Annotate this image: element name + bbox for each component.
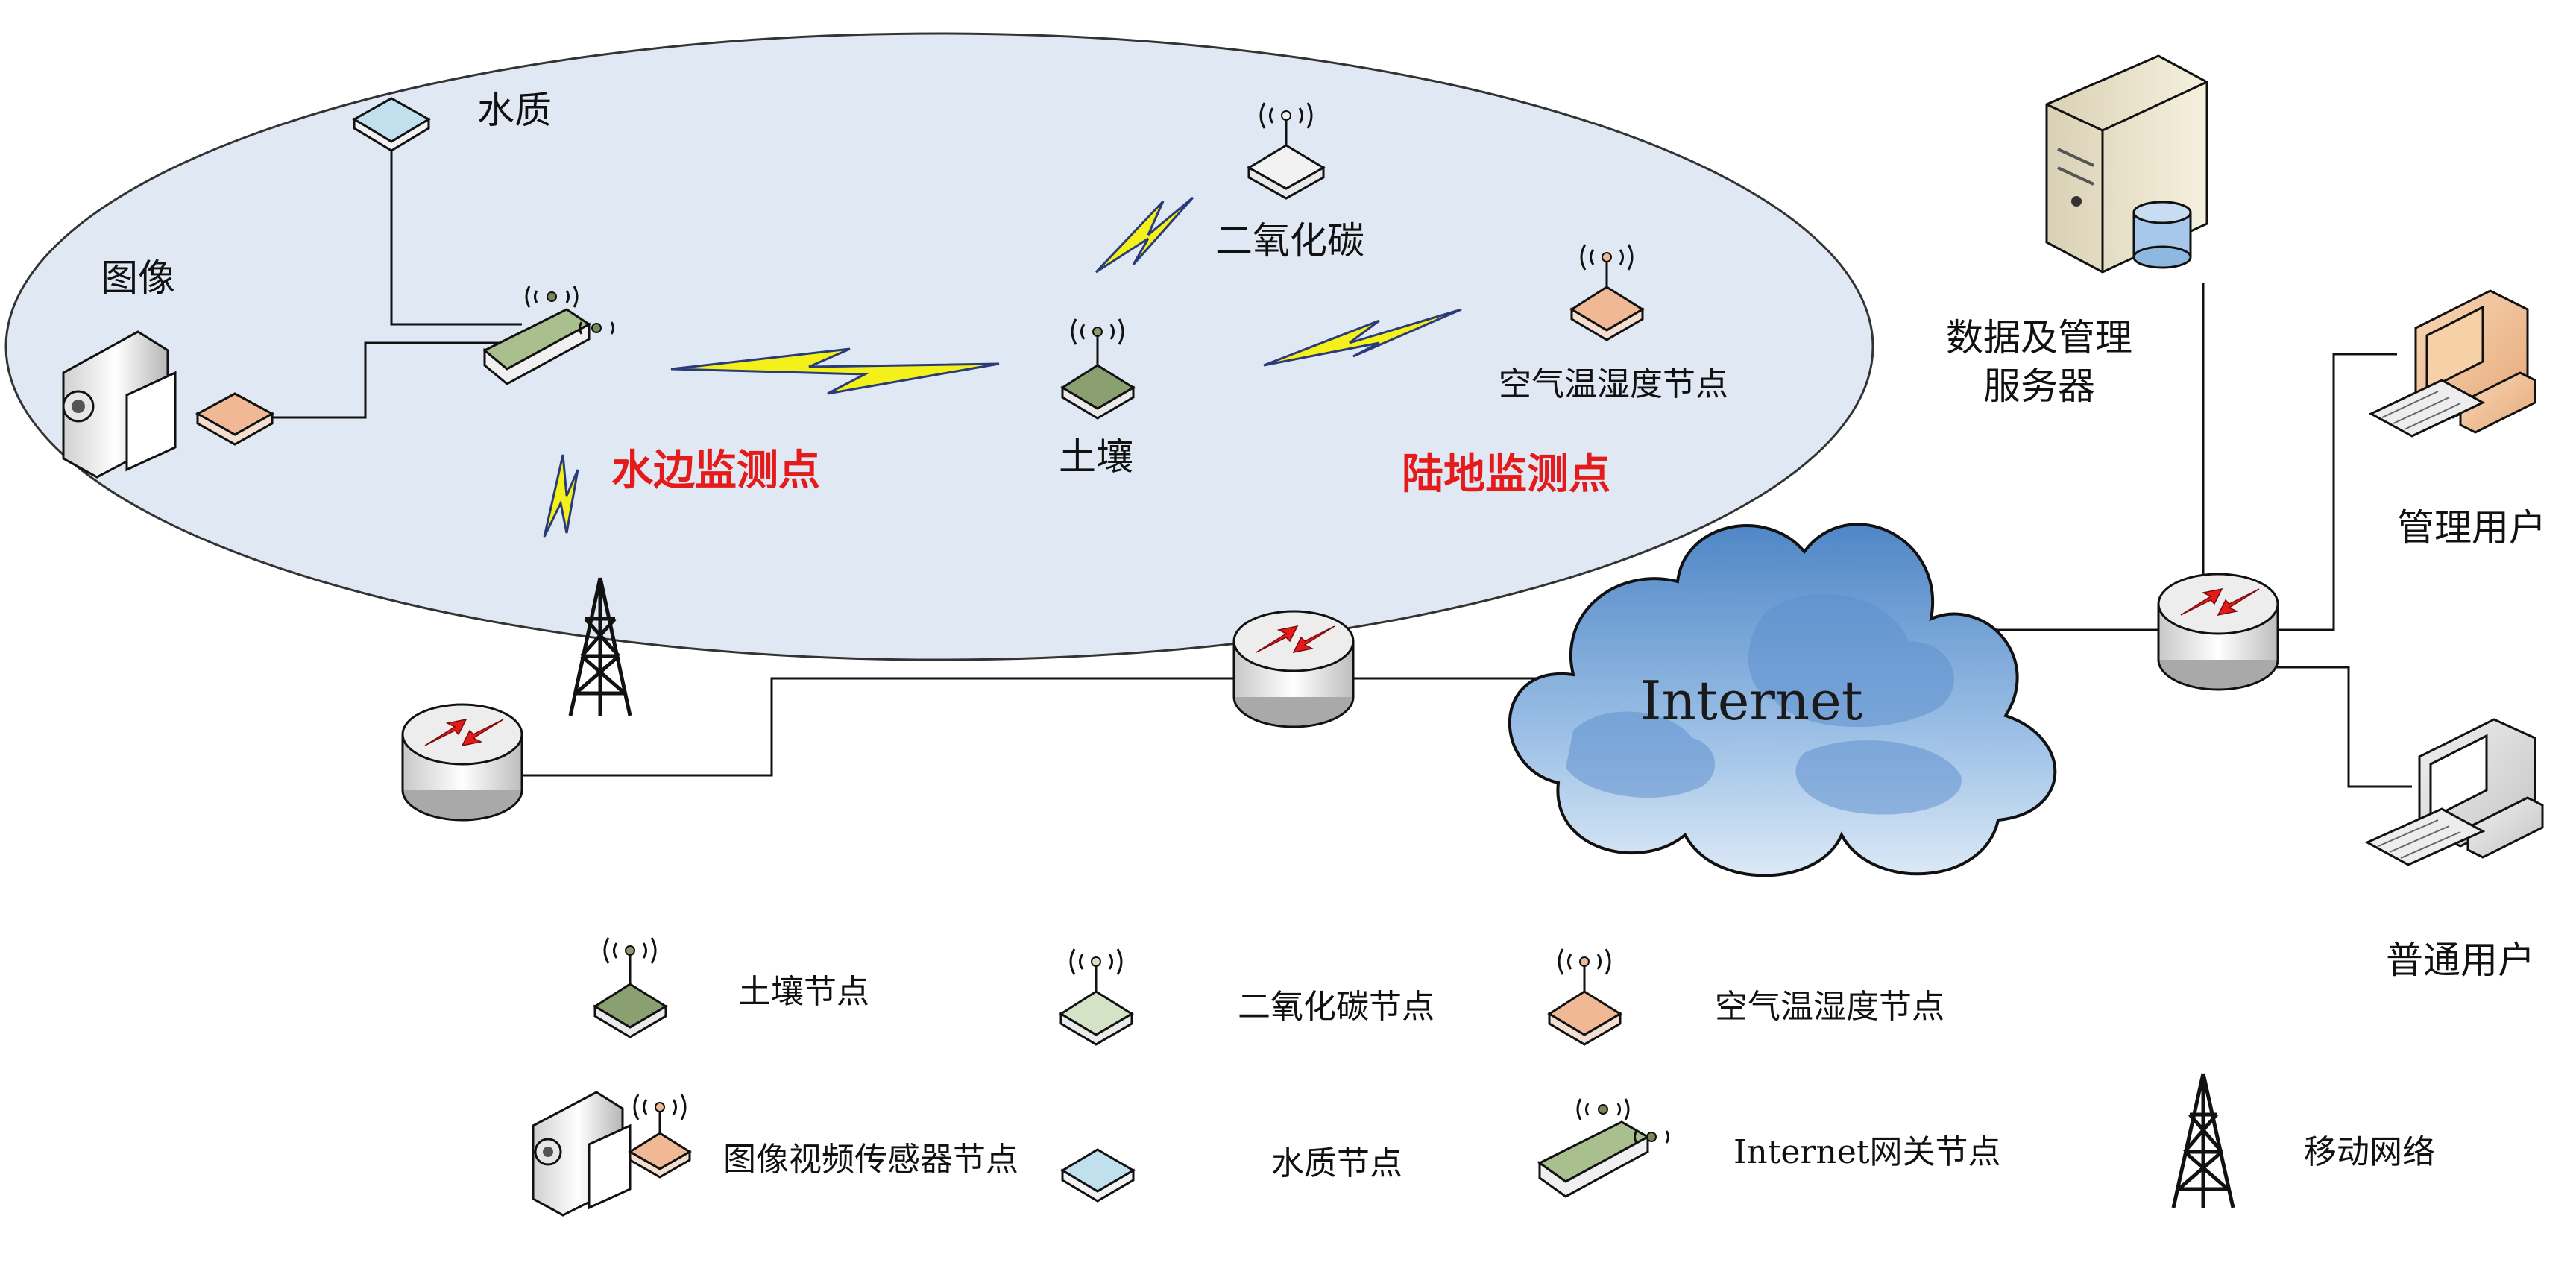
sensor-node-icon xyxy=(1569,244,1645,341)
legend-soil-label: 土壤节点 xyxy=(738,973,869,1011)
legend-gateway-label: Internet网关节点 xyxy=(1733,1133,2001,1171)
sensor-node-icon xyxy=(1060,318,1136,420)
legend-tower-icon xyxy=(2171,1073,2235,1208)
admin-user-label: 管理用户 xyxy=(2397,506,2546,549)
image-label: 图像 xyxy=(101,256,175,300)
legend-camera-icon xyxy=(532,1091,632,1217)
router-icon xyxy=(401,703,523,822)
camera-icon xyxy=(62,330,177,479)
cloud-icon xyxy=(1508,523,2057,877)
legend: 土壤节点 二氧化碳节点 空气温湿度节点 xyxy=(532,937,2435,1217)
waterside-area xyxy=(4,32,1874,661)
legend-air-label: 空气温湿度节点 xyxy=(1715,988,1944,1026)
legend-soil-icon xyxy=(593,937,668,1038)
legend-water-label: 水质节点 xyxy=(1271,1144,1402,1182)
legend-image-node-icon xyxy=(628,1094,692,1179)
server-icon xyxy=(2045,54,2208,274)
server-label-line2: 服务器 xyxy=(1983,365,2095,408)
legend-mobile-label: 移动网络 xyxy=(2304,1133,2435,1171)
tower-icon xyxy=(568,577,632,716)
waterside-point-label: 水边监测点 xyxy=(611,447,820,495)
connection-lines xyxy=(242,116,2412,788)
computer-icon xyxy=(2368,289,2536,438)
legend-air-icon xyxy=(1547,948,1622,1046)
sensor-node-icon xyxy=(1247,102,1326,200)
water-quality-label: 水质 xyxy=(477,89,552,132)
server-label-line1: 数据及管理 xyxy=(1946,316,2132,359)
internet-label: Internet xyxy=(1640,669,1863,732)
land-point-label: 陆地监测点 xyxy=(1402,450,1610,499)
sensor-node-icon xyxy=(195,392,275,446)
co2-label: 二氧化碳 xyxy=(1215,219,1364,262)
router-icon xyxy=(1232,610,1355,728)
computer-icon xyxy=(2364,718,2544,866)
legend-image-label: 图像视频传感器节点 xyxy=(723,1141,1018,1179)
legend-co2-label: 二氧化碳节点 xyxy=(1238,988,1435,1026)
legend-water-icon xyxy=(1060,1148,1136,1203)
router-icon xyxy=(2157,573,2279,691)
soil-label: 土壤 xyxy=(1059,435,1133,479)
sensor-node-icon xyxy=(352,97,431,152)
legend-co2-icon xyxy=(1059,948,1134,1046)
air-node-label: 空气温湿度节点 xyxy=(1499,365,1728,403)
lightning-icon xyxy=(543,196,1462,538)
legend-gateway-icon xyxy=(1537,1098,1669,1198)
gateway-node-icon xyxy=(482,286,614,385)
normal-user-label: 普通用户 xyxy=(2386,939,2535,982)
